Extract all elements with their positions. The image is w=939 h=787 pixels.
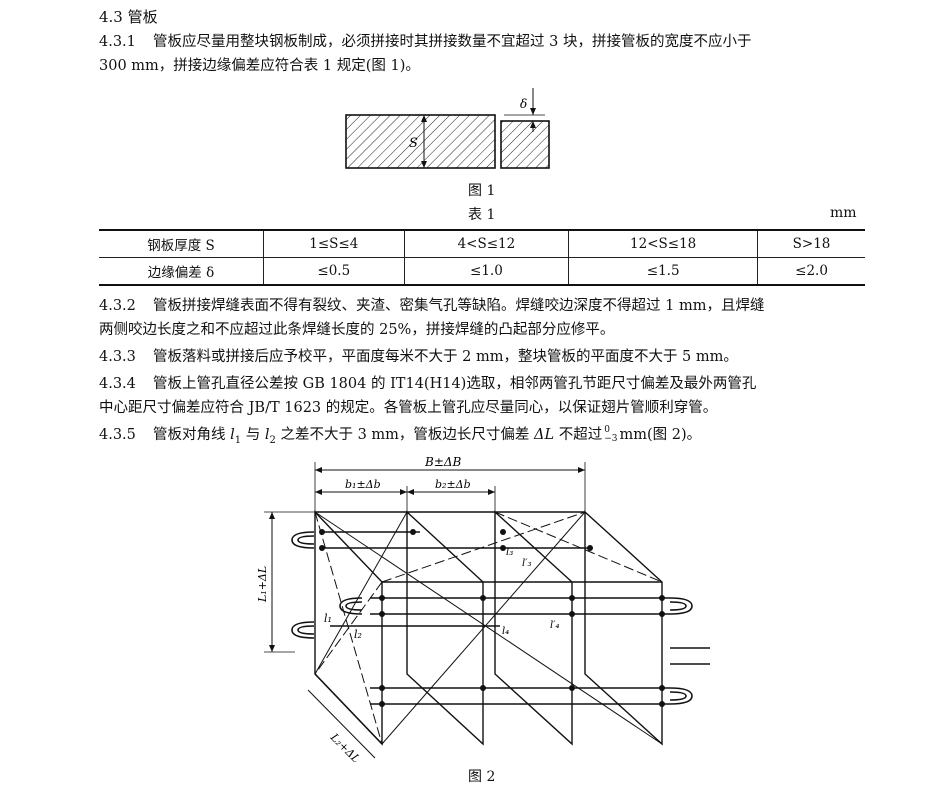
tolerance-lower: −3 <box>604 434 618 444</box>
clause-number: 4.3.4 <box>99 376 136 392</box>
clause-number: 4.3.3 <box>99 349 136 365</box>
table-cell: S>18 <box>757 229 865 258</box>
tolerance-upper: 0 <box>604 425 610 435</box>
figure-2-drawing: B±ΔB b₁±Δb b₂±Δb L₁+ΔL L₂+ΔL l₁ l₂ l₃ l′… <box>256 455 710 762</box>
label-l4-prime: l′₄ <box>550 620 559 631</box>
paragraph-text: 不超过 <box>554 427 603 443</box>
table-cell: ≤0.5 <box>263 257 405 286</box>
label-b2: b₂±Δb <box>435 478 471 491</box>
paragraph-text: 管板落料或拼接后应予校平，平面度每米不大于 2 mm，整块管板的平面度不大于 5… <box>153 349 738 365</box>
paragraph-text: 管板应尽量用整块钢板制成，必须拼接时其拼接数量不宜超过 3 块，拼接管板的宽度不… <box>153 34 752 50</box>
table-1-unit: mm <box>830 205 857 221</box>
paragraph-4-3-4: 4.3.4 管板上管孔直径公差按 GB 1804 的 IT14(H14)选取，相邻… <box>99 372 756 396</box>
symbol-delta-l: ΔL <box>534 427 555 443</box>
table-cell: ≤2.0 <box>757 257 865 286</box>
figure-2-caption: 图 2 <box>468 769 496 785</box>
symbol-l2-sub: 2 <box>269 434 276 446</box>
symbol-l1-sub: 1 <box>234 434 242 446</box>
paragraph-4-3-2-cont: 两侧咬边长度之和不应超过此条焊缝长度的 25%，拼接焊缝的凸起部分应修平。 <box>99 322 615 338</box>
table-cell: 4<S≤12 <box>403 229 569 258</box>
left-plate <box>345 114 496 169</box>
paragraph-4-3-4-cont: 中心距尺寸偏差应符合 JB/T 1623 的规定。各管板上管孔应尽量同心，以保证… <box>99 400 718 416</box>
s-label: S <box>409 136 418 151</box>
table-cell: ≤1.5 <box>568 257 758 286</box>
tube-plate-4 <box>584 510 663 746</box>
section-title: 4.3 管板 <box>99 8 158 26</box>
label-b-total: B±ΔB <box>424 455 462 469</box>
tolerance: 0−3 <box>604 426 617 444</box>
label-b1: b₁±Δb <box>345 478 381 491</box>
symbol-l2: l <box>264 427 270 443</box>
paragraph-text: 之差不大于 3 mm，管板边长尺寸偏差 <box>275 427 535 443</box>
label-l2: l₂ <box>354 628 362 641</box>
label-l1-dim: L₁+ΔL <box>256 566 269 603</box>
label-l3: l₃ <box>506 547 513 558</box>
label-l3-prime: l′₃ <box>522 558 531 569</box>
tube-plate-3 <box>494 510 573 746</box>
label-l1: l₁ <box>324 612 332 625</box>
paragraph-4-3-2: 4.3.2 管板拼接焊缝表面不得有裂纹、夹渣、密集气孔等缺陷。焊缝咬边深度不得超过… <box>99 294 764 318</box>
table-cell: 12<S≤18 <box>568 229 758 258</box>
table-row: 钢板厚度 S 1≤S≤4 4<S≤12 12<S≤18 S>18 <box>99 229 865 258</box>
row-header: 边缘偏差 δ <box>99 257 264 286</box>
paragraph-4-3-3: 4.3.3 管板落料或拼接后应予校平，平面度每米不大于 2 mm，整块管板的平面度… <box>99 345 738 369</box>
table-cell: ≤1.0 <box>403 257 569 286</box>
clause-number: 4.3.5 <box>99 427 136 443</box>
figure-1-caption: 图 1 <box>468 183 496 199</box>
paragraph-4-3-1: 4.3.1 管板应尽量用整块钢板制成，必须拼接时其拼接数量不宜超过 3 块，拼接管… <box>99 30 751 54</box>
table-cell: 1≤S≤4 <box>263 229 405 258</box>
paragraph-text: 管板拼接焊缝表面不得有裂纹、夹渣、密集气孔等缺陷。焊缝咬边深度不得超过 1 mm… <box>153 298 765 314</box>
right-plate <box>500 120 550 169</box>
label-l4: l₄ <box>502 626 509 637</box>
delta-label: δ <box>520 97 527 111</box>
symbol-l1: l <box>230 427 235 443</box>
paragraph-text: 管板对角线 <box>153 427 231 443</box>
row-header: 钢板厚度 S <box>99 229 264 258</box>
clause-number: 4.3.1 <box>99 34 136 50</box>
tube-plate-2 <box>406 510 484 746</box>
paragraph-4-3-1-cont: 300 mm，拼接边缘偏差应符合表 1 规定(图 1)。 <box>99 58 420 74</box>
paragraph-text: mm(图 2)。 <box>619 427 702 443</box>
table-1: 钢板厚度 S 1≤S≤4 4<S≤12 12<S≤18 S>18 边缘偏差 δ … <box>99 229 865 286</box>
clause-number: 4.3.2 <box>99 298 136 314</box>
table-row: 边缘偏差 δ ≤0.5 ≤1.0 ≤1.5 ≤2.0 <box>99 257 865 286</box>
label-l2-dim: L₂+ΔL <box>327 730 362 762</box>
figure-1-drawing: S δ <box>345 88 550 169</box>
paragraph-text: 管板上管孔直径公差按 GB 1804 的 IT14(H14)选取，相邻两管孔节距… <box>153 376 757 392</box>
paragraph-text: 与 <box>241 427 265 443</box>
table-1-caption: 表 1 <box>468 207 496 223</box>
